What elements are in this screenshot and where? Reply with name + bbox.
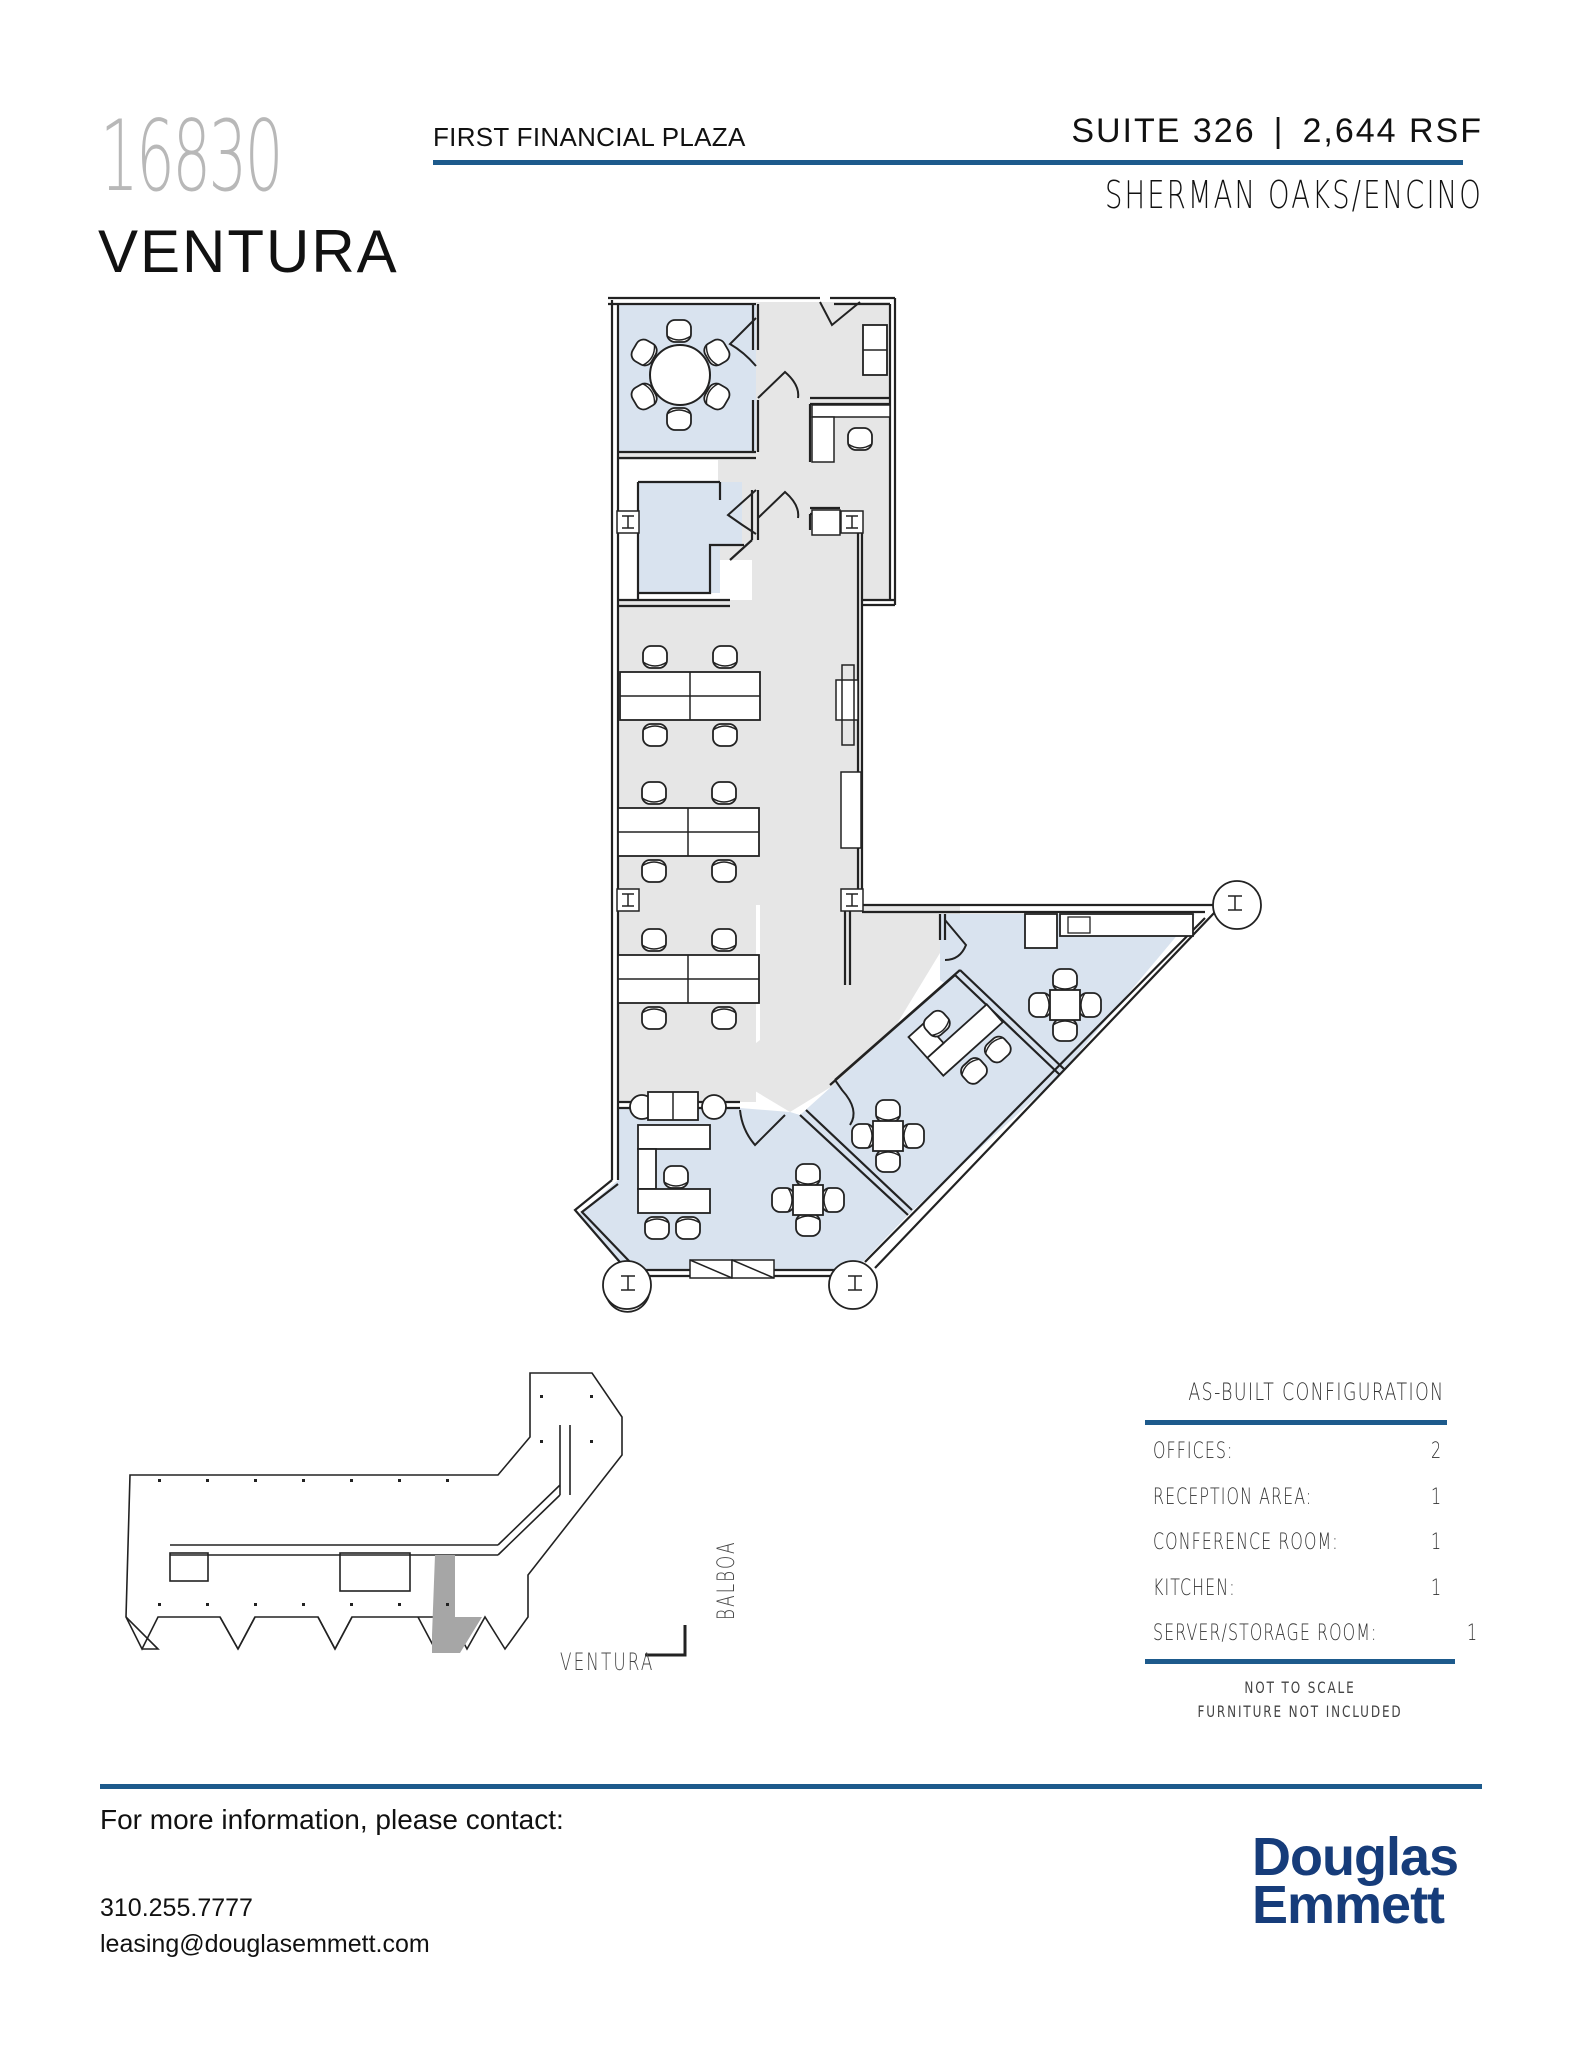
street-name: VENTURA [98, 218, 399, 285]
key-plan-suite-highlight [432, 1555, 482, 1653]
logo-line-1: Douglas [1252, 1827, 1459, 1887]
server-room-fill [638, 482, 742, 593]
config-row-label: RECEPTION AREA: [1153, 1484, 1313, 1510]
config-row-value: 1 [1466, 1621, 1477, 1647]
lounge-seating [629, 1091, 727, 1121]
key-plan-core-west [169, 1552, 209, 1582]
note-furniture: FURNITURE NOT INCLUDED [1197, 1701, 1403, 1721]
open-area-fill [618, 302, 960, 1112]
bottom-office-furniture [637, 1124, 844, 1279]
reception-furniture [616, 324, 891, 536]
building-number: 16830 [100, 100, 283, 214]
key-plan [125, 1372, 687, 1657]
suite-info: SUITE 326 | 2,644 RSF [1071, 114, 1483, 148]
conference-table [627, 319, 734, 431]
config-top-rule [1145, 1420, 1447, 1425]
suite-separator: | [1273, 112, 1285, 150]
office-1-fill [800, 975, 1060, 1215]
config-row: OFFICES: 2 [1145, 1429, 1455, 1475]
contact-heading: For more information, please contact: [100, 1804, 564, 1835]
key-plan-outline [125, 1372, 623, 1651]
header-rule [433, 160, 1463, 165]
config-row-label: SERVER/STORAGE ROOM: [1153, 1621, 1378, 1647]
workstations [616, 645, 864, 1030]
suite-label: SUITE 326 [1071, 112, 1256, 150]
douglas-emmett-logo: Douglas Emmett [1252, 1827, 1459, 1935]
config-row: SERVER/STORAGE ROOM: 1 [1145, 1611, 1477, 1657]
key-plan-street-ventura: VENTURA [560, 1648, 655, 1676]
key-plan-street-balboa: BALBOA [712, 1540, 740, 1620]
key-plan-column-grid [158, 1395, 593, 1606]
key-plan-corner-marker [645, 1625, 687, 1657]
config-row-value: 1 [1430, 1530, 1442, 1556]
config-table: AS-BUILT CONFIGURATION OFFICES: 2 RECEPT… [1145, 1378, 1477, 1724]
door-swings [726, 301, 968, 1147]
building-name: FIRST FINANCIAL PLAZA [433, 122, 746, 152]
config-row: CONFERENCE ROOM: 1 [1145, 1520, 1455, 1566]
config-title: AS-BUILT CONFIGURATION [1188, 1378, 1445, 1406]
config-row-label: CONFERENCE ROOM: [1153, 1530, 1339, 1556]
kitchen-furniture [1024, 913, 1194, 1041]
config-bottom-rule [1145, 1658, 1455, 1664]
middle-office-furniture [852, 1003, 1015, 1172]
area-label: 2,644 RSF [1302, 112, 1483, 150]
footer-rule [100, 1784, 1482, 1789]
suite-floor-plan [573, 296, 1262, 1313]
key-plan-core-corridor [170, 1425, 571, 1556]
config-row-label: KITCHEN: [1153, 1575, 1236, 1601]
config-row-value: 1 [1430, 1484, 1442, 1510]
config-row: RECEPTION AREA: 1 [1145, 1475, 1455, 1521]
key-plan-core-east [339, 1552, 411, 1592]
config-row-label: OFFICES: [1153, 1439, 1234, 1465]
contact-email[interactable]: leasing@douglasemmett.com [100, 1930, 430, 1958]
config-row: KITCHEN: 1 [1145, 1566, 1455, 1612]
config-row-value: 1 [1430, 1575, 1442, 1601]
perimeter-columns [602, 880, 1262, 1313]
config-row-value: 2 [1430, 1439, 1442, 1465]
logo-line-2: Emmett [1252, 1875, 1445, 1935]
note-not-to-scale: NOT TO SCALE [1244, 1677, 1356, 1697]
contact-phone[interactable]: 310.255.7777 [100, 1894, 253, 1922]
key-plan-facets [125, 1616, 451, 1650]
submarket-label: SHERMAN OAKS/ENCINO [1105, 173, 1483, 217]
